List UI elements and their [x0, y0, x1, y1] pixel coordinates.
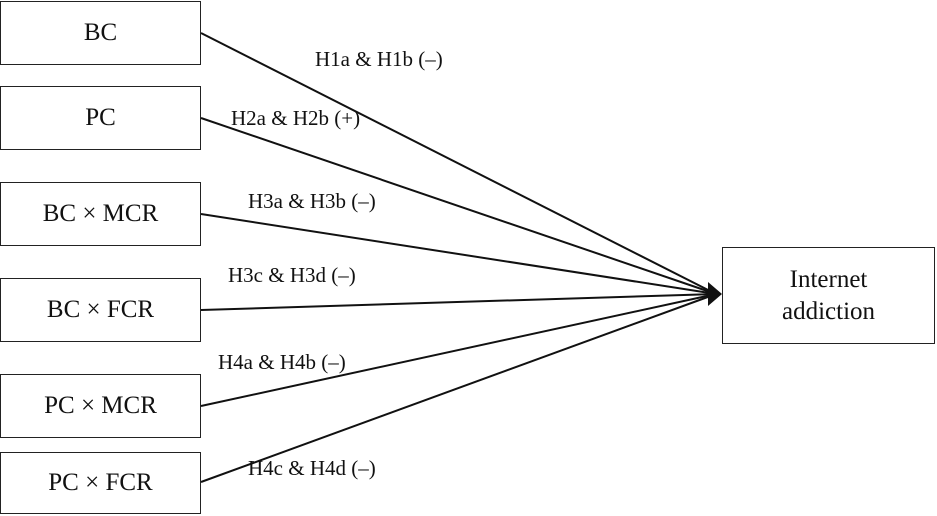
predictor-box-bc-fcr: BC × FCR: [0, 278, 201, 342]
predictor-box-pc: PC: [0, 86, 201, 150]
hypothesis-label-h2: H2a & H2b (+): [231, 106, 361, 130]
arrow-bc: [200, 32, 717, 295]
predictor-label: PC: [85, 104, 116, 131]
predictor-label: BC × FCR: [46, 296, 155, 323]
hypothesis-label-h4cd: H4c & H4d (–): [248, 456, 376, 480]
hypothesis-label-h3ab: H3a & H3b (–): [248, 189, 376, 213]
arrow-pc-fcr: [200, 293, 717, 483]
predictor-label: BC: [83, 19, 118, 46]
arrow-pc-mcr: [200, 293, 717, 407]
predictor-box-bc-mcr: BC × MCR: [0, 182, 201, 246]
predictor-label: PC × MCR: [44, 392, 157, 419]
outcome-box: Internet addiction: [722, 247, 935, 344]
predictor-label: BC × MCR: [42, 200, 159, 227]
hypothesis-label-h4ab: H4a & H4b (–): [218, 350, 346, 374]
outcome-label-line2: addiction: [781, 297, 876, 325]
arrowhead: [708, 282, 722, 306]
predictor-label: PC × FCR: [48, 469, 153, 496]
arrow-bc-fcr: [200, 293, 717, 311]
arrow-pc: [200, 117, 717, 295]
predictor-box-pc-mcr: PC × MCR: [0, 374, 201, 438]
outcome-label-line1: Internet: [789, 265, 868, 293]
hypothesis-label-h1: H1a & H1b (–): [315, 47, 443, 71]
predictor-box-bc: BC: [0, 1, 201, 65]
hypothesis-label-h3cd: H3c & H3d (–): [228, 263, 356, 287]
arrow-bc-mcr: [200, 213, 717, 295]
predictor-box-pc-fcr: PC × FCR: [0, 452, 201, 514]
